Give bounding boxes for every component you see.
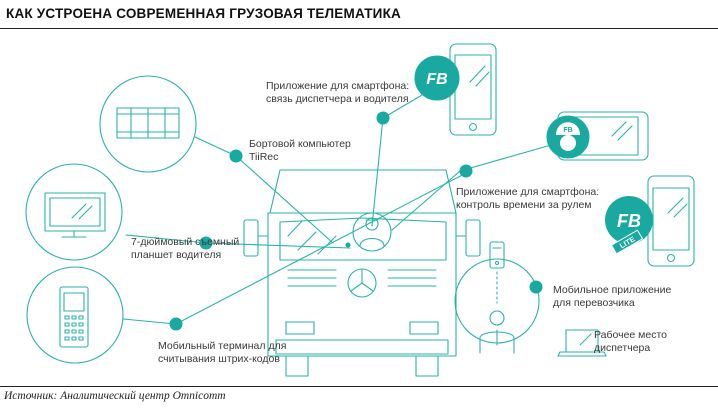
driver-icon (352, 212, 392, 252)
label-smartphone-dispatch: Приложение для смартфона: связь диспетче… (266, 80, 410, 105)
laptop-icon (557, 329, 607, 357)
source-note: Источник: Аналитический центр Omnicomm (4, 390, 226, 402)
smartphone-icon (449, 43, 497, 136)
monitor-icon (25, 163, 123, 261)
label-mobile-terminal: Мобильный терминал для считывания штрих-… (158, 340, 287, 365)
connector-dots (169, 111, 543, 331)
feature-phone-icon (26, 266, 124, 364)
computer-unit-icon (99, 75, 197, 173)
logo-text-truck: FB (426, 71, 447, 88)
source-divider (0, 386, 718, 387)
page-title: КАК УСТРОЕНА СОВРЕМЕННАЯ ГРУЗОВАЯ ТЕЛЕМА… (6, 6, 401, 21)
label-tablet: 7-дюймовый съемный планшет водителя (131, 236, 240, 261)
truck-icon (243, 169, 481, 377)
label-onboard-computer: Бортовой компьютер TiiRec (249, 138, 351, 163)
fb-lite-logo-icon: FB LITE (605, 196, 653, 255)
fb-driver-badge: FB (547, 116, 589, 158)
fb-truck-badge: FB (415, 56, 459, 100)
person-icon (479, 310, 515, 354)
smartphone-icon (647, 175, 695, 267)
logo-text-driver: FB (563, 127, 572, 134)
label-mobile-app: Мобильное приложение для перевозчика (553, 284, 672, 309)
label-smartphone-time: Приложение для смартфона: контроль време… (456, 186, 600, 211)
phone-small-icon (489, 241, 505, 269)
logo-text: FB (617, 211, 641, 231)
label-dispatcher-workplace: Рабочее место диспетчера (594, 329, 668, 354)
title-divider (0, 28, 718, 29)
